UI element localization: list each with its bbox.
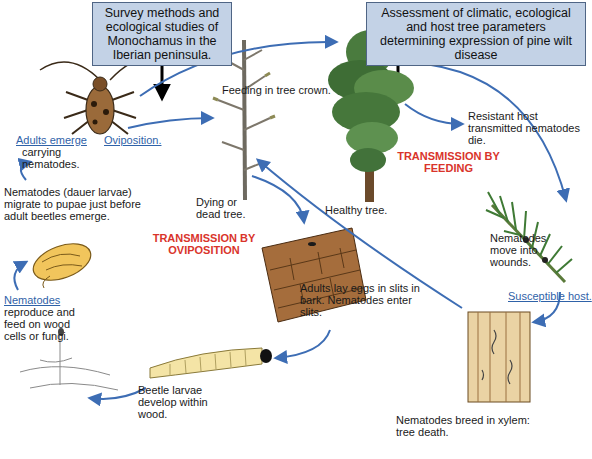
cycle-arrow: [276, 330, 330, 358]
beetle-spot: [93, 120, 98, 125]
beetle-spot: [103, 109, 109, 115]
box-text: Survey methods and ecological studies of…: [99, 6, 225, 62]
nematode-squiggle: [482, 330, 512, 384]
info-box: Assessment of climatic, ecological and h…: [366, 2, 586, 66]
cycle-arrow: [90, 388, 146, 399]
annotation-label: Healthy tree.: [325, 204, 395, 216]
xylem-section: [468, 312, 530, 402]
annotation-label: carrying nematodes.: [22, 146, 92, 170]
annotation-label: Nematodes move into wounds.: [490, 232, 570, 268]
annotation-label: reproduce and feed on wood cells or fung…: [4, 306, 84, 342]
tree-canopy: [350, 148, 386, 172]
annotation-label: Adults lay eggs in slits in bark. Nemato…: [300, 282, 425, 318]
annotation-label: Adults emerge: [16, 134, 106, 146]
pine-needles: [486, 192, 572, 273]
annotation-label: Susceptible host.: [508, 290, 592, 302]
beetle-head: [93, 77, 107, 91]
annotation-label: Feeding in tree crown.: [222, 84, 352, 96]
larva-segments: [170, 350, 246, 376]
oviposition-slit: [308, 242, 316, 246]
box-text: Assessment of climatic, ecological and h…: [373, 6, 579, 62]
dead-tree-trunk: [244, 40, 245, 200]
larva-head: [260, 349, 272, 363]
info-box: Survey methods and ecological studies of…: [92, 2, 232, 66]
cycle-arrow: [405, 104, 462, 124]
annotation-label: Dying or dead tree.: [196, 196, 256, 220]
annotation-label: TRANSMISSION BY OVIPOSITION: [134, 232, 274, 256]
dead-tree-branches: [218, 50, 270, 170]
cycle-arrow: [252, 176, 304, 222]
pupa-detail: [42, 254, 82, 288]
larva-body: [150, 348, 262, 378]
annotation-label: Nematodes (dauer larvae) migrate to pupa…: [4, 186, 154, 222]
annotation-label: Nematodes: [4, 294, 84, 306]
cycle-arrow: [14, 262, 26, 290]
xylem-vessels: [478, 312, 520, 402]
annotation-label: Nematodes breed in xylem: tree death.: [396, 414, 536, 438]
beetle-spot: [91, 101, 97, 107]
pupa-body: [28, 237, 95, 288]
annotation-label: TRANSMISSION BY FEEDING: [396, 150, 501, 174]
cycle-arrow: [128, 118, 212, 128]
feeding-wound: [542, 257, 548, 263]
annotation-label: Oviposition.: [104, 134, 184, 146]
beetle-body: [86, 86, 114, 134]
annotation-label: Resistant host transmitted nematodes die…: [468, 110, 590, 146]
annotation-label: Beetle larvae develop within wood.: [138, 384, 238, 420]
